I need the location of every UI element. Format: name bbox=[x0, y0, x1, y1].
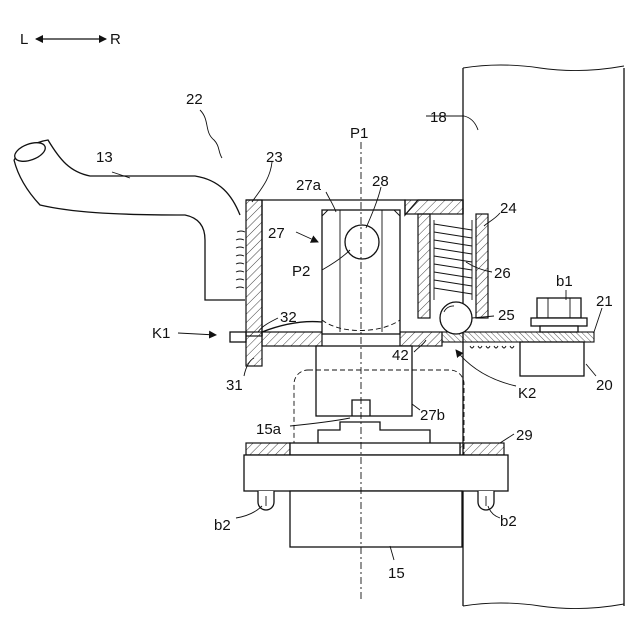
ball-25 bbox=[440, 302, 472, 334]
label-32: 32 bbox=[280, 309, 297, 326]
label-right: R bbox=[110, 31, 121, 48]
label-22: 22 bbox=[186, 91, 203, 108]
label-left: L bbox=[20, 31, 28, 48]
label-24: 24 bbox=[500, 200, 517, 217]
label-b2-left: b2 bbox=[214, 517, 231, 534]
label-31: 31 bbox=[226, 377, 243, 394]
label-b1: b1 bbox=[556, 273, 573, 290]
label-p1: P1 bbox=[350, 125, 368, 142]
bolt-b1 bbox=[531, 298, 587, 332]
label-27: 27 bbox=[268, 225, 285, 242]
label-15: 15 bbox=[388, 565, 405, 582]
label-p2: P2 bbox=[292, 263, 310, 280]
label-27a: 27a bbox=[296, 177, 322, 194]
pin-28 bbox=[345, 225, 379, 259]
label-29: 29 bbox=[516, 427, 533, 444]
label-18: 18 bbox=[430, 109, 447, 126]
label-26: 26 bbox=[494, 265, 511, 282]
label-15a: 15a bbox=[256, 421, 282, 438]
label-b2-right: b2 bbox=[500, 513, 517, 530]
label-25: 25 bbox=[498, 307, 515, 324]
label-28: 28 bbox=[372, 173, 389, 190]
label-42: 42 bbox=[392, 347, 409, 364]
bracket-29 bbox=[244, 422, 508, 491]
label-20: 20 bbox=[596, 377, 613, 394]
label-23: 23 bbox=[266, 149, 283, 166]
label-27b: 27b bbox=[420, 407, 445, 424]
spring-26 bbox=[434, 220, 472, 300]
body-15 bbox=[290, 491, 462, 547]
wire-13 bbox=[12, 139, 245, 300]
label-k2: K2 bbox=[518, 385, 536, 402]
label-k1: K1 bbox=[152, 325, 170, 342]
label-21: 21 bbox=[596, 293, 613, 310]
direction-indicator: L R bbox=[20, 31, 121, 48]
label-13: 13 bbox=[96, 149, 113, 166]
